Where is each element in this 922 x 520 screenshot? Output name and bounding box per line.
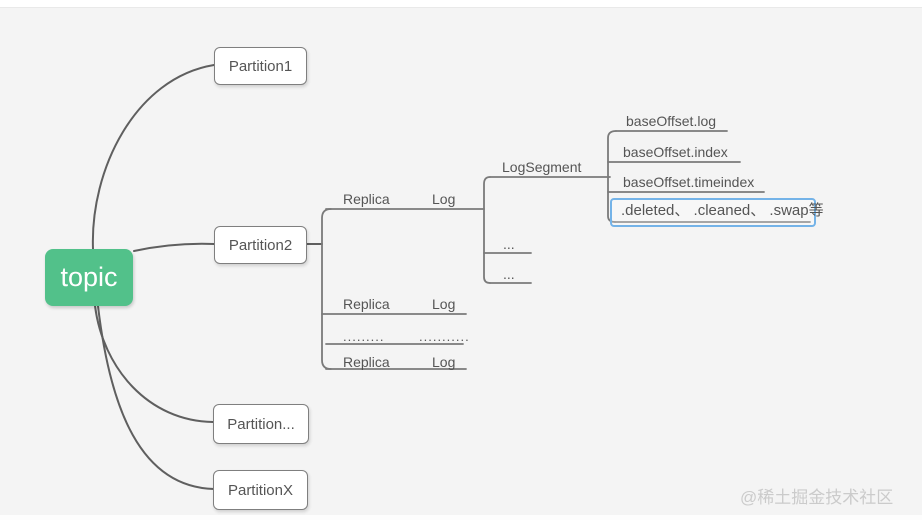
edge-topic-partition-dots [94,305,214,423]
node-dots-left[interactable]: ......... [343,329,385,344]
node-log-2[interactable]: Log [432,296,456,312]
selection-outline [610,198,816,227]
spine-log-children [483,176,491,284]
node-log-3[interactable]: Log [432,354,456,370]
edge-topic-partitionx [97,305,215,490]
node-partitionx[interactable]: PartitionX [213,470,308,510]
node-partition1[interactable]: Partition1 [214,47,307,85]
node-partition2[interactable]: Partition2 [214,226,307,264]
edge-topic-partition1 [91,64,215,250]
node-partition-ellipsis[interactable]: Partition... [213,404,309,444]
node-baseoffset-timeindex[interactable]: baseOffset.timeindex [623,174,755,190]
node-deleted-cleaned-swap[interactable]: .deleted、 .cleaned、 .swap等 [621,202,824,219]
node-topic[interactable]: topic [45,249,133,306]
spine-partition2-children [321,208,332,370]
node-dots-right[interactable]: ........... [419,329,470,344]
node-log-1[interactable]: Log [432,191,456,207]
node-baseoffset-index[interactable]: baseOffset.index [623,144,728,160]
node-logsegment[interactable]: LogSegment [502,159,582,175]
watermark-text: @稀土掘金技术社区 [740,488,894,507]
bottom-edge-strip [0,515,922,520]
top-edge-strip [0,0,922,8]
node-more-2[interactable]: ... [503,266,515,282]
edge-topic-partition2 [133,242,215,252]
node-baseoffset-log[interactable]: baseOffset.log [626,113,717,129]
node-replica-1[interactable]: Replica [343,191,390,207]
node-more-1[interactable]: ... [503,236,515,252]
node-replica-2[interactable]: Replica [343,296,390,312]
node-replica-3[interactable]: Replica [343,354,390,370]
